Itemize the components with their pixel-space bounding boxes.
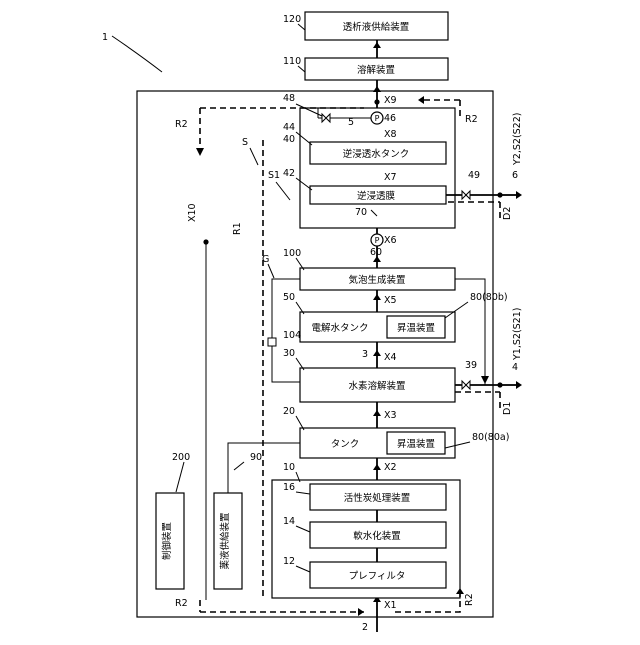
label-x2: X2 bbox=[384, 462, 397, 473]
num-2: 2 bbox=[362, 622, 368, 633]
num-30: 30 bbox=[283, 348, 295, 359]
label-x3: X3 bbox=[384, 410, 397, 421]
figure-number: 1 bbox=[102, 32, 108, 43]
figure-leader bbox=[112, 36, 162, 72]
label-x9: X9 bbox=[384, 95, 397, 106]
activated-carbon-label: 活性炭処理装置 bbox=[344, 492, 411, 504]
label-r2-bottom-left: R2 bbox=[175, 598, 188, 609]
electrolytic-tank-label: 電解水タンク bbox=[311, 322, 368, 334]
num-60: 60 bbox=[370, 247, 382, 258]
num-90: 90 bbox=[250, 452, 262, 463]
label-y1: Y1,S2(S21) bbox=[512, 308, 523, 361]
label-y2: Y2,S2(S22) bbox=[512, 113, 523, 166]
num-4: 4 bbox=[512, 362, 518, 373]
num-104: 104 bbox=[283, 330, 301, 341]
label-x4: X4 bbox=[384, 352, 397, 363]
num-110: 110 bbox=[283, 56, 301, 67]
label-r2-top-right: R2 bbox=[465, 114, 478, 125]
label-s1: S1 bbox=[268, 170, 280, 181]
num-200: 200 bbox=[172, 452, 190, 463]
label-x1: X1 bbox=[384, 600, 397, 611]
dissolution-label: 溶解装置 bbox=[357, 64, 395, 76]
ro-water-tank-label: 逆浸透水タンク bbox=[343, 148, 410, 160]
label-x6: X6 bbox=[384, 235, 397, 246]
prefilter-label: プレフィルタ bbox=[349, 571, 406, 582]
hydrogen-dissolve-label: 水素溶解装置 bbox=[348, 380, 405, 392]
num-12: 12 bbox=[283, 556, 295, 567]
num-100: 100 bbox=[283, 248, 301, 259]
label-r2-top-left: R2 bbox=[175, 119, 188, 130]
node-x9 bbox=[374, 99, 379, 104]
pump-46-letter: P bbox=[375, 114, 380, 123]
ro-membrane-label: 逆浸透膜 bbox=[357, 190, 396, 202]
num-44: 44 bbox=[283, 122, 295, 133]
label-r1: R1 bbox=[232, 222, 243, 235]
label-r2-bottom-right: R2 bbox=[464, 593, 475, 606]
node-x10 bbox=[203, 239, 208, 244]
num-80b: 80(80b) bbox=[470, 292, 508, 303]
num-46: 46 bbox=[384, 113, 396, 124]
pump-60-letter: P bbox=[375, 236, 380, 245]
label-x5: X5 bbox=[384, 295, 397, 306]
label-s: S bbox=[242, 137, 248, 148]
dialysate-supply-label: 透析液供給装置 bbox=[343, 21, 410, 33]
num-70: 70 bbox=[355, 207, 367, 218]
chemical-supply-label: 薬液供給装置 bbox=[219, 512, 231, 569]
num-42: 42 bbox=[283, 168, 295, 179]
num-49: 49 bbox=[468, 170, 480, 181]
heater-a-label: 昇温装置 bbox=[397, 438, 435, 450]
num-40: 40 bbox=[283, 134, 295, 145]
num-10: 10 bbox=[283, 462, 295, 473]
label-d2: D2 bbox=[502, 207, 513, 220]
num-6: 6 bbox=[512, 170, 518, 181]
num-16: 16 bbox=[283, 482, 295, 493]
num-5: 5 bbox=[348, 117, 354, 128]
label-d1: D1 bbox=[502, 402, 513, 415]
num-80a: 80(80a) bbox=[472, 432, 509, 443]
heater-b-label: 昇温装置 bbox=[397, 322, 435, 334]
num-39: 39 bbox=[465, 360, 477, 371]
label-x8: X8 bbox=[384, 129, 397, 140]
num-50: 50 bbox=[283, 292, 295, 303]
num-14: 14 bbox=[283, 516, 295, 527]
softener-label: 軟水化装置 bbox=[353, 530, 401, 542]
num-48: 48 bbox=[283, 93, 295, 104]
num-20: 20 bbox=[283, 406, 295, 417]
controller-label: 制御装置 bbox=[161, 522, 173, 560]
bubble-gen-label: 気泡生成装置 bbox=[348, 274, 405, 286]
num-120: 120 bbox=[283, 14, 301, 25]
label-x7: X7 bbox=[384, 172, 397, 183]
gas-line-fitting bbox=[268, 338, 276, 346]
num-3: 3 bbox=[362, 349, 368, 360]
ro-unit-frame bbox=[300, 108, 455, 228]
label-x10: X10 bbox=[187, 203, 198, 222]
tank-label: タンク bbox=[331, 439, 360, 450]
